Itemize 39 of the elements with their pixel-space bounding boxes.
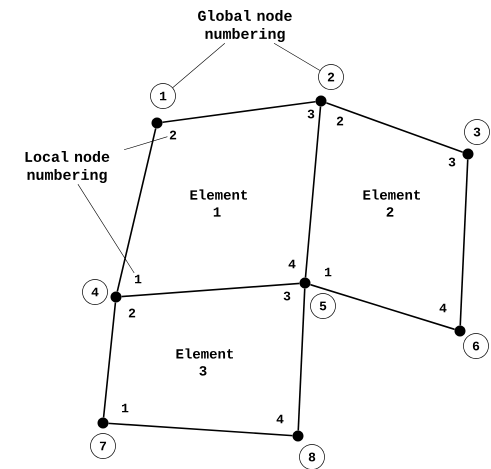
element-edge bbox=[310, 284, 455, 330]
element-label: Element 1 bbox=[190, 189, 247, 217]
mesh-node-dot bbox=[98, 418, 108, 428]
element-edge bbox=[297, 288, 306, 430]
leader-line bbox=[124, 136, 168, 150]
mesh-node-dot bbox=[152, 118, 162, 128]
element-label: Element 2 bbox=[363, 189, 420, 217]
mesh-node-dot bbox=[300, 278, 310, 288]
local-node-number: 2 bbox=[170, 130, 176, 140]
mesh-node-dot bbox=[316, 96, 326, 106]
leader-line bbox=[78, 184, 135, 274]
local-node-number: 1 bbox=[324, 268, 332, 276]
element-edge bbox=[304, 106, 322, 278]
local-node-number: 4 bbox=[440, 304, 447, 312]
callout-text: Local node numbering bbox=[26, 150, 110, 184]
local-node-number: 1 bbox=[134, 274, 142, 284]
local-node-number: 3 bbox=[448, 158, 456, 166]
mesh-node-dot bbox=[462, 148, 474, 160]
leader-line bbox=[274, 42, 320, 71]
element-edge bbox=[326, 102, 463, 153]
local-node-number: 3 bbox=[308, 110, 314, 118]
mesh-node-dot bbox=[292, 430, 304, 442]
local-node-number: 4 bbox=[276, 414, 284, 424]
element-edge bbox=[162, 100, 316, 124]
element-label: Element 3 bbox=[176, 348, 233, 376]
element-edge bbox=[116, 128, 156, 292]
mesh-node-dot bbox=[110, 292, 122, 302]
element-edge bbox=[459, 160, 469, 326]
local-node-number: 2 bbox=[128, 308, 136, 318]
local-node-number: 3 bbox=[284, 292, 290, 300]
local-node-number: 1 bbox=[122, 404, 128, 412]
element-edge bbox=[108, 422, 292, 436]
element-edge bbox=[122, 282, 300, 298]
callout-text: Global node numbering bbox=[198, 10, 292, 42]
local-node-number: 2 bbox=[336, 116, 344, 126]
leader-line bbox=[172, 42, 226, 88]
element-edge bbox=[102, 302, 116, 418]
mesh-node-dot bbox=[454, 326, 466, 336]
local-node-number: 4 bbox=[288, 260, 296, 268]
